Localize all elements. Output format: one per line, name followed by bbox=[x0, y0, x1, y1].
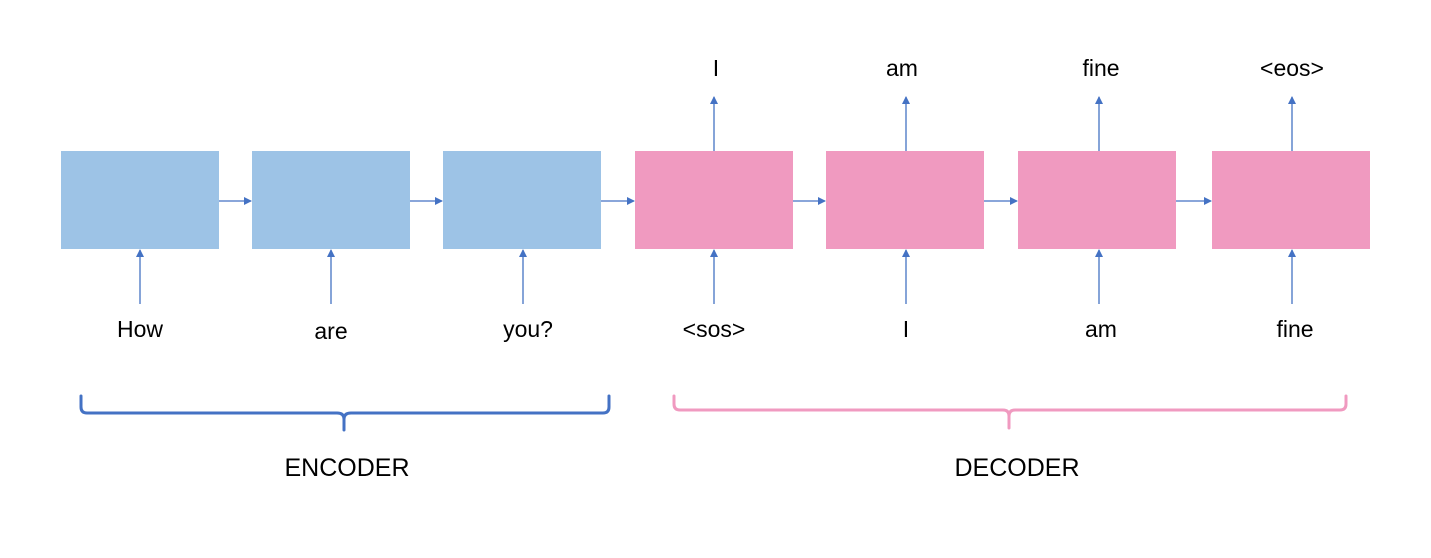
decoder-input-3: am bbox=[1085, 316, 1117, 342]
decoder-input-2: I bbox=[903, 316, 909, 342]
decoder-cell-1 bbox=[635, 151, 793, 249]
decoder-output-3: fine bbox=[1082, 55, 1119, 81]
decoder-cell-4 bbox=[1212, 151, 1370, 249]
decoder-label: DECODER bbox=[954, 454, 1079, 482]
decoder-input-4: fine bbox=[1276, 316, 1313, 342]
encoder-cell-1 bbox=[61, 151, 219, 249]
encoder-input-2: are bbox=[314, 318, 347, 344]
encoder-label: ENCODER bbox=[284, 454, 409, 482]
encoder-brace bbox=[79, 394, 611, 432]
decoder-cell-2 bbox=[826, 151, 984, 249]
decoder-output-4: <eos> bbox=[1260, 55, 1324, 81]
encoder-cell-3 bbox=[443, 151, 601, 249]
decoder-output-2: am bbox=[886, 55, 918, 81]
decoder-cell-3 bbox=[1018, 151, 1176, 249]
decoder-output-1: I bbox=[713, 55, 719, 81]
decoder-input-1: <sos> bbox=[683, 316, 746, 342]
decoder-brace bbox=[672, 394, 1348, 430]
encoder-cell-2 bbox=[252, 151, 410, 249]
encoder-input-3: you? bbox=[503, 316, 553, 342]
encoder-input-1: How bbox=[117, 316, 163, 342]
